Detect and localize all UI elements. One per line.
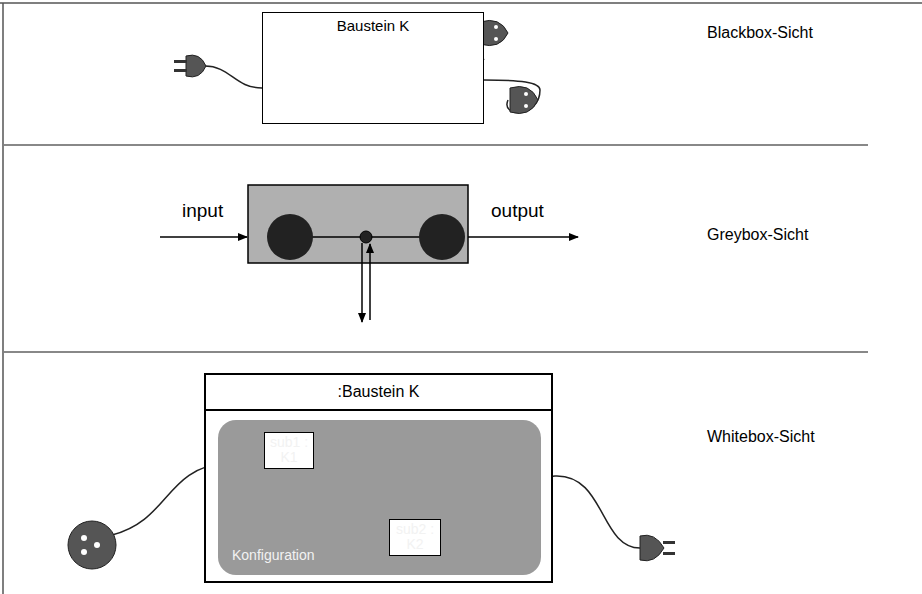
view-label: Greybox-Sicht — [707, 226, 808, 244]
view-label: Blackbox-Sicht — [707, 24, 813, 42]
socket-symbol — [480, 20, 508, 45]
plug-symbol — [174, 55, 206, 77]
signal-label: output — [491, 200, 544, 222]
node-text: :Baustein K — [206, 375, 551, 411]
node-text: Konfiguration — [232, 547, 315, 563]
plug-symbol — [640, 535, 675, 561]
node-text: sub2 : K2 — [393, 522, 437, 553]
node-text: sub1 : K1 — [268, 435, 310, 466]
subcomponent-box: sub1 : K1 — [264, 432, 314, 469]
blackbox-component: Baustein K — [262, 12, 484, 124]
node-text: Baustein K — [263, 17, 483, 34]
component-box: :Baustein K Konfiguration sub1 : K1 sub2 : … — [204, 373, 553, 583]
configuration-region: Konfiguration sub1 : K1 sub2 : K2 — [218, 420, 541, 575]
socket-symbol — [510, 87, 538, 114]
subcomponent-box: sub2 : K2 — [389, 519, 441, 556]
signal-label: input — [182, 200, 223, 222]
socket-symbol — [68, 521, 116, 569]
view-label: Whitebox-Sicht — [707, 428, 815, 446]
